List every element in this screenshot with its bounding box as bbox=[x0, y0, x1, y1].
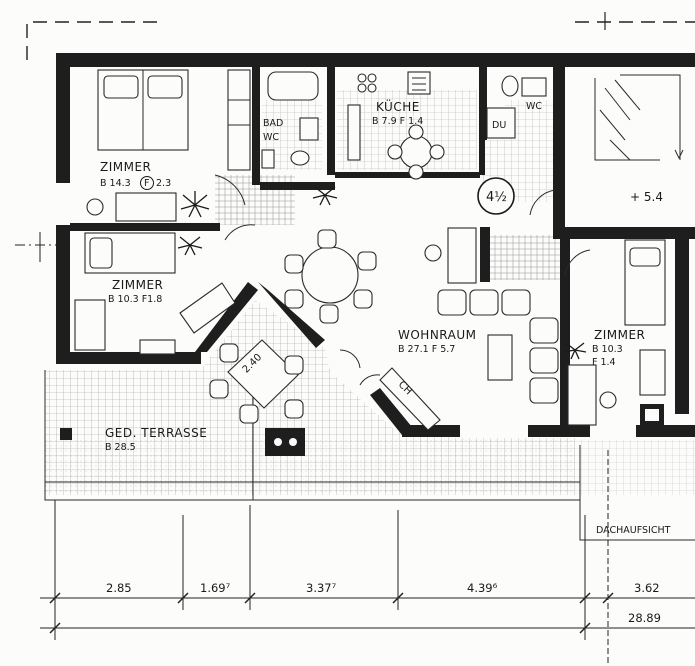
dachaufsicht-label: DACHAUFSICHT bbox=[596, 525, 671, 536]
du-label: DU bbox=[492, 120, 506, 131]
wohnraum-area: B 27.1 F 5.7 bbox=[398, 344, 455, 355]
dimension-ticks bbox=[49, 592, 614, 634]
zimmer3-name: ZIMMER bbox=[594, 328, 645, 342]
zimmer3-window: F 1.4 bbox=[592, 357, 616, 368]
window-marker-circle bbox=[140, 176, 154, 190]
door-swings bbox=[214, 174, 591, 386]
dimension-4: 4.39⁶ bbox=[467, 581, 498, 595]
zimmer3-area: B 10.3 bbox=[592, 344, 623, 355]
terrace-table-label: 2.40 bbox=[241, 352, 265, 376]
bath-fixtures bbox=[261, 71, 319, 169]
roof-outline bbox=[26, 21, 695, 60]
wohnraum-name: WOHNRAUM bbox=[398, 328, 477, 342]
zimmer1-window: 2.3 bbox=[156, 178, 171, 189]
dimension-5: 3.62 bbox=[634, 581, 660, 595]
zimmer2-area: B 10.3 F1.8 bbox=[108, 294, 162, 305]
wc-label: WC bbox=[526, 101, 542, 112]
kueche-area: B 7.9 F 1.4 bbox=[372, 116, 423, 127]
bad-wc-label: WC bbox=[263, 132, 279, 143]
zimmer2-name: ZIMMER bbox=[112, 278, 163, 292]
lounge-furniture bbox=[379, 227, 559, 431]
zimmer3-furniture bbox=[567, 239, 666, 426]
dachaufsicht-frame bbox=[579, 500, 695, 541]
terrace-area bbox=[44, 300, 695, 501]
zimmer1-furniture bbox=[86, 69, 251, 222]
wc-fixtures bbox=[486, 75, 547, 139]
zimmer1-name: ZIMMER bbox=[100, 160, 151, 174]
dimension-1: 2.85 bbox=[106, 581, 132, 595]
room-count-label: 4½ bbox=[486, 190, 507, 205]
terrasse-area: B 28.5 bbox=[105, 442, 136, 453]
chimney-openings bbox=[274, 438, 297, 446]
room-count-marker bbox=[477, 177, 515, 215]
zimmer1-marker: F bbox=[144, 178, 149, 189]
dining-table bbox=[284, 229, 377, 324]
ch-label: CH bbox=[396, 379, 414, 397]
terrasse-name: GED. TERRASSE bbox=[105, 426, 207, 440]
dimension-2: 1.69⁷ bbox=[200, 581, 231, 595]
kitchen-fixtures bbox=[347, 71, 445, 180]
terrace-table bbox=[209, 339, 304, 424]
walls bbox=[56, 53, 695, 456]
level-label: + 5.4 bbox=[630, 190, 663, 204]
staircase bbox=[594, 74, 684, 161]
zimmer2-furniture bbox=[74, 232, 236, 355]
dimension-3: 3.37⁷ bbox=[306, 581, 337, 595]
plant-symbols bbox=[177, 186, 587, 360]
zimmer1-area: B 14.3 bbox=[100, 178, 131, 189]
kueche-name: KÜCHE bbox=[376, 98, 420, 114]
bad-label: BAD bbox=[263, 118, 283, 129]
dimension-total: 28.89 bbox=[628, 611, 661, 625]
